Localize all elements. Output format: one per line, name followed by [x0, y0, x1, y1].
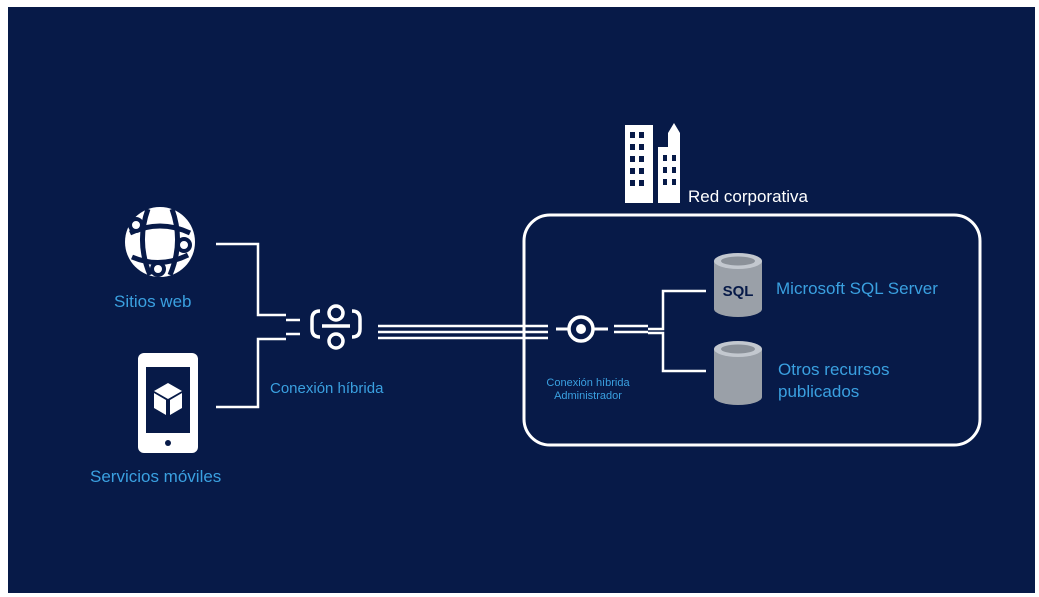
connection-manager-label-line1: Conexión híbrida: [546, 377, 630, 389]
connector-websites: [216, 242, 286, 317]
cube-icon: [154, 383, 182, 415]
mobile-services-label: Servicios móviles: [90, 467, 222, 486]
mobile-device-icon: [138, 353, 198, 453]
connection-manager-label-line2: Administrador: [554, 390, 622, 402]
other-resources-label-line1: Otros recursos: [778, 360, 890, 379]
diagram-canvas: SQL Sitios web Servicios móviles Conexió…: [8, 7, 1035, 593]
connector-sql: [648, 289, 706, 331]
other-database-icon: [714, 341, 762, 405]
hybrid-connection-icon: [310, 304, 362, 350]
other-resources-label-line2: publicados: [778, 382, 860, 401]
connector-mobile: [216, 337, 286, 409]
corporate-network-label: Red corporativa: [688, 187, 809, 206]
corporate-network-box: [522, 213, 982, 447]
connection-manager-icon: [556, 315, 608, 343]
websites-label: Sitios web: [114, 292, 192, 311]
connector-other: [648, 331, 706, 373]
connection-manager-label: Conexión híbrida Administrador: [528, 377, 648, 403]
connector-lines: [216, 242, 706, 409]
hybrid-connection-label: Conexión híbrida: [270, 380, 384, 397]
buildings-icon: [625, 123, 680, 203]
sql-icon-text: SQL: [723, 283, 754, 300]
diagram-svg: SQL: [125, 123, 982, 453]
other-resources-label: Otros recursos publicados: [778, 359, 889, 403]
globe-icon: [125, 207, 195, 277]
sql-server-label: Microsoft SQL Server: [776, 279, 938, 298]
sql-database-icon: SQL: [714, 253, 762, 317]
